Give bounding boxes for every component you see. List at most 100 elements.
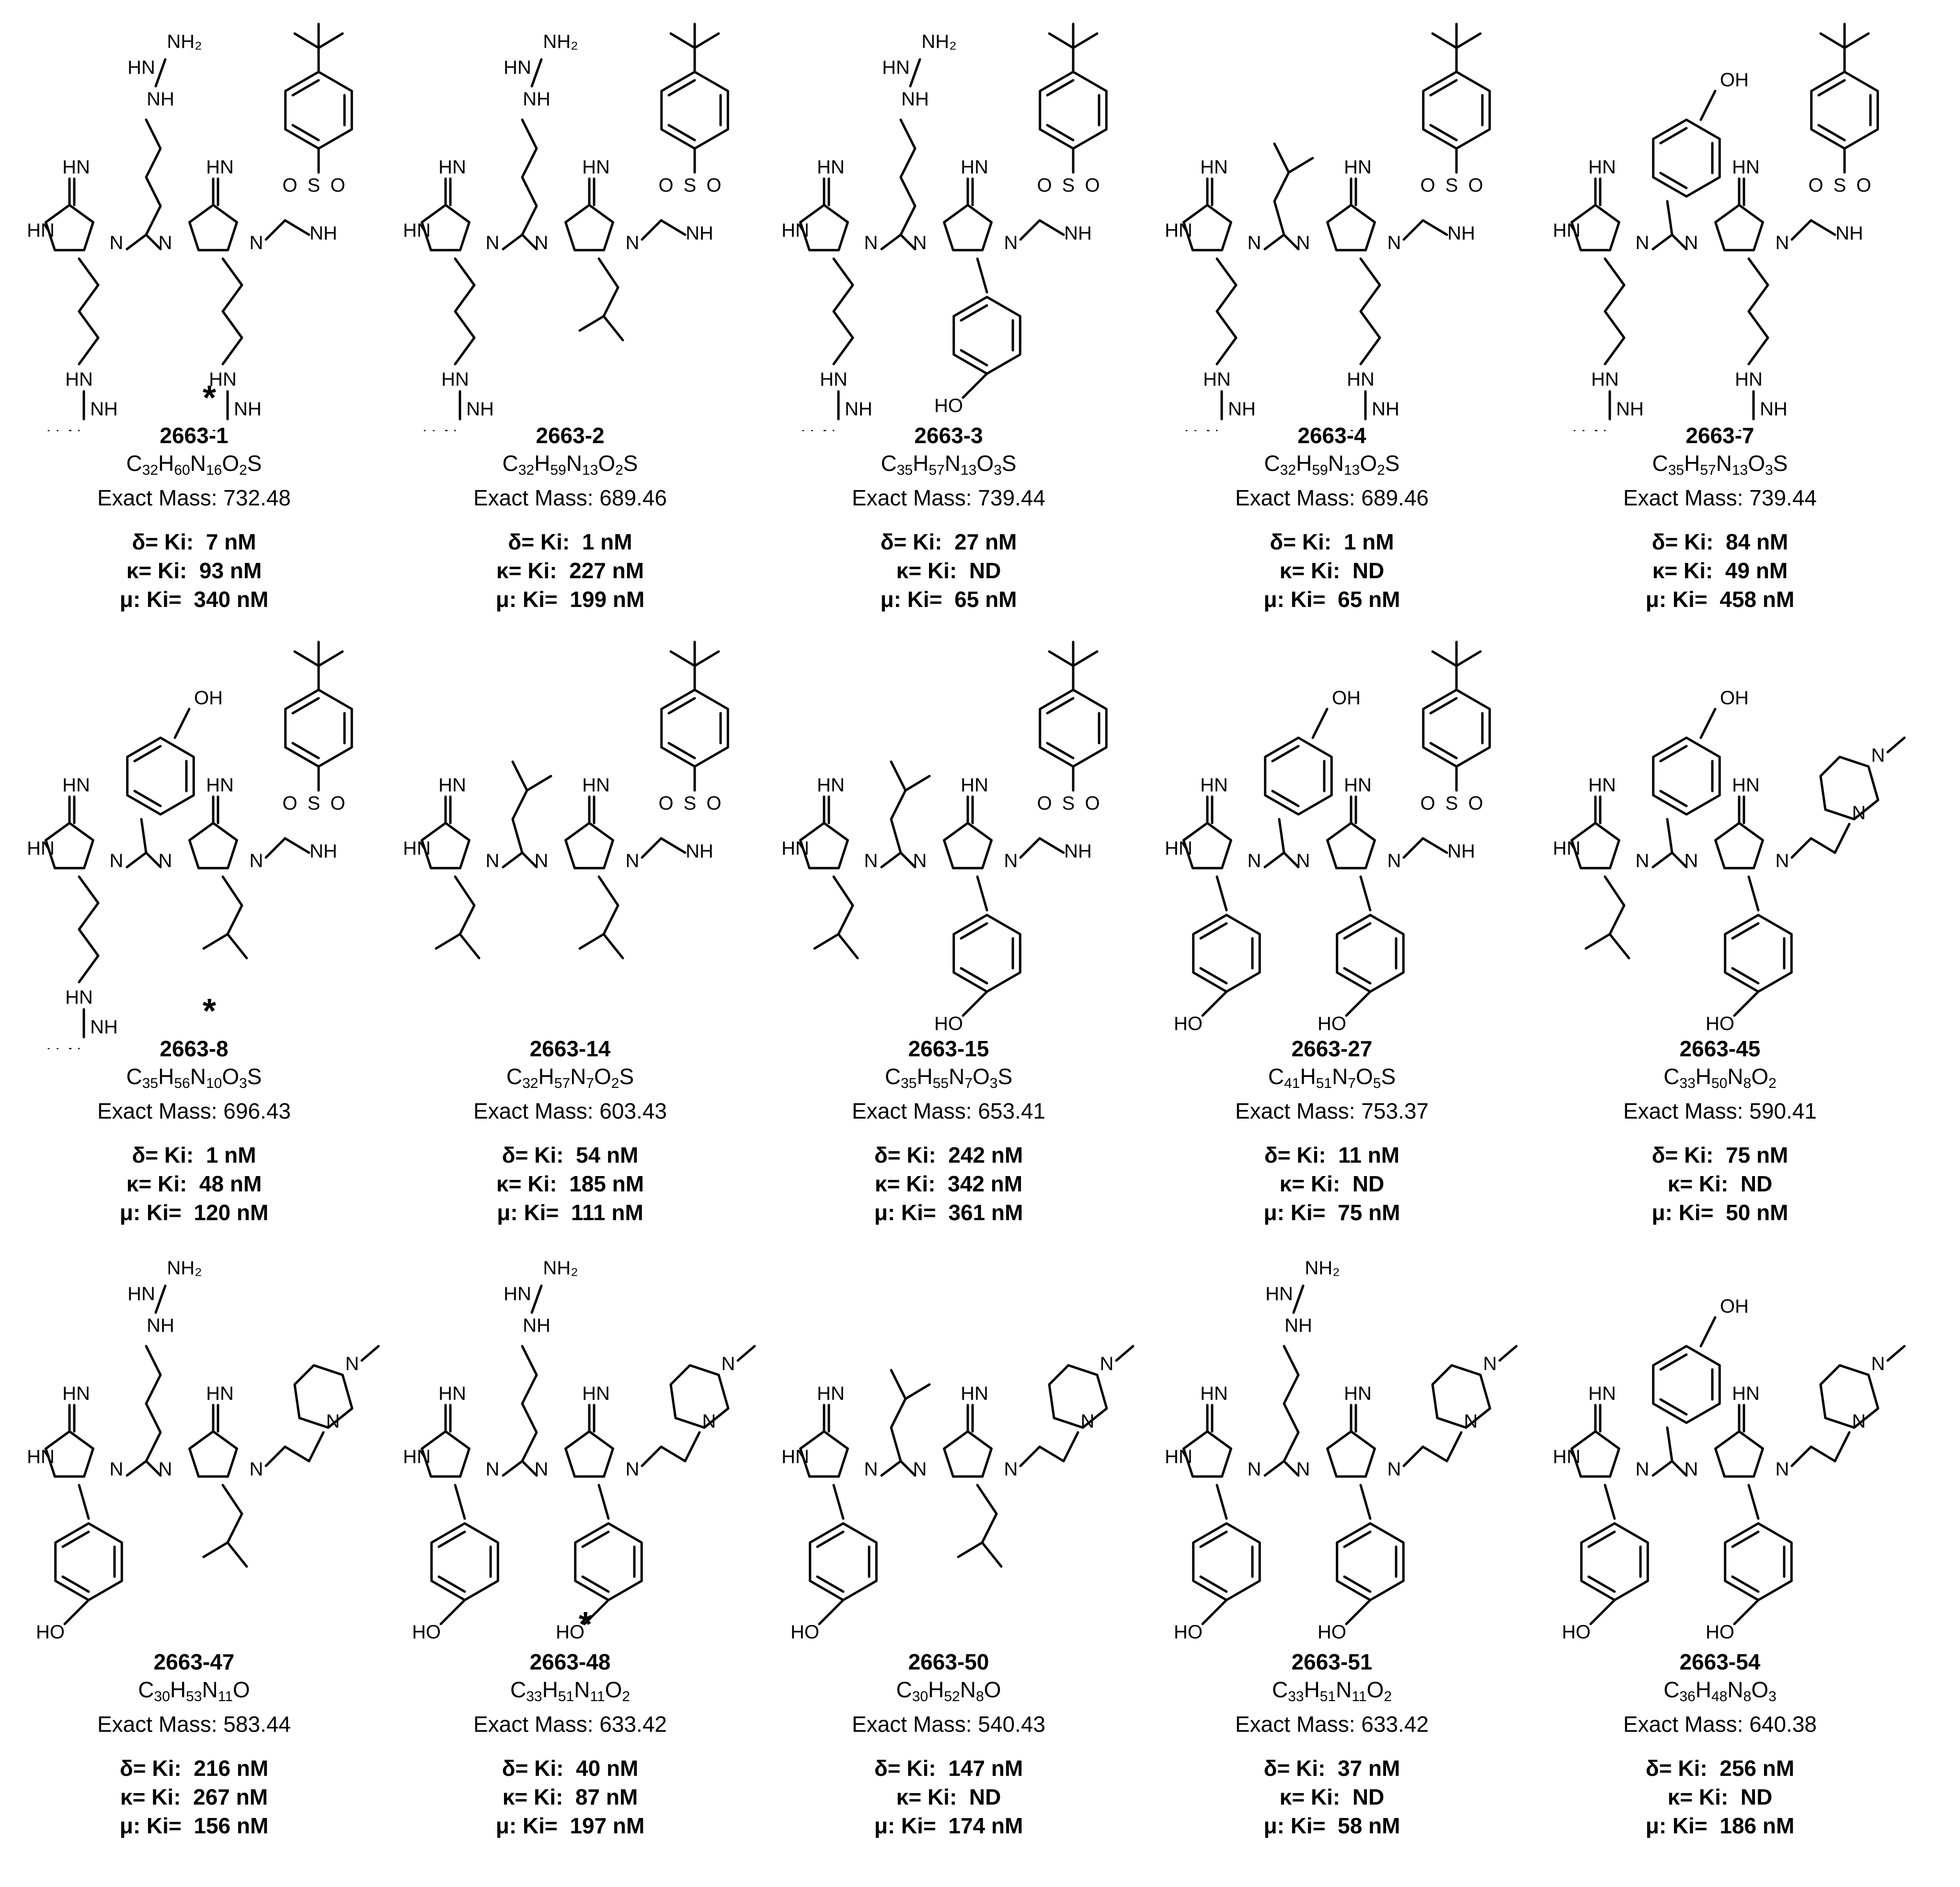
left-substituent-oh-bond — [63, 1599, 90, 1625]
compound-card: HNHNHNNNNNHHNNH₂HNNHH₂NNHSOO2663-2C32H59… — [383, 0, 757, 613]
top-substituent-oh-bond — [1311, 708, 1329, 739]
ki-line: μ: Ki= 458 nM — [1533, 585, 1907, 614]
left-substituent-isobutyl-branch — [813, 933, 840, 950]
ki-value: 174 nM — [948, 1813, 1023, 1838]
ki-line: μ: Ki= 120 nM — [7, 1198, 381, 1227]
top-substituent-benzyl — [1666, 200, 1673, 236]
left-substituent-isobutyl-branch — [435, 933, 461, 950]
ki-line: δ= Ki: 37 nM — [1145, 1754, 1519, 1783]
formula-element: S — [1001, 451, 1017, 476]
formula-count: 13 — [582, 462, 598, 478]
left-substituent-propyl-chain — [78, 257, 100, 366]
ki-line: δ= Ki: 40 nM — [383, 1754, 757, 1783]
top-substituent-oh-label: OH — [1720, 1296, 1749, 1317]
ethyl-linker — [1790, 219, 1836, 241]
left-substituent-propyl-chain — [78, 875, 100, 984]
formula-element: C — [1272, 1677, 1288, 1702]
left-ring-nh: HN — [781, 1446, 809, 1467]
right-imidazolidine-imine-label: HN — [1732, 1383, 1760, 1404]
left-substituent-guanidine-hn: NH — [466, 399, 494, 420]
formula-element: C — [506, 1064, 523, 1089]
ki-value: 216 nM — [194, 1756, 269, 1781]
left-substituent-phenyl-ring-double — [1587, 1575, 1616, 1593]
top-substituent-phenyl-ring-double — [133, 789, 162, 807]
ki-value: 458 nM — [1719, 587, 1795, 612]
top-substituent-phenyl-ring — [1652, 1345, 1721, 1424]
top-substituent-phenyl-ring — [1652, 736, 1721, 816]
formula-element: O — [1748, 451, 1765, 476]
sulfonyl-o1: O — [658, 175, 673, 196]
right-imidazolidine — [1714, 1430, 1764, 1478]
right-substituent-phenyl-ring-double — [1343, 1575, 1372, 1593]
ki-receptor-label: κ= Ki: — [502, 1784, 563, 1809]
exact-mass: Exact Mass: 753.37 — [1145, 1098, 1519, 1124]
left-imidazolidine-imine-label: HN — [1588, 1383, 1616, 1404]
top-substituent-phenyl-ring-double — [1271, 745, 1300, 763]
top-substituent-guanidine-nh: NH — [901, 89, 929, 110]
left-substituent-guanidine-nh2: H₂N — [46, 426, 81, 431]
right-ring-n2: N — [1387, 232, 1401, 253]
n-methyl — [1498, 1345, 1518, 1362]
right-substituent-phenyl-ring-double — [581, 1531, 610, 1548]
sulfonyl-o2: O — [1856, 175, 1871, 196]
right-substituent-phenyl-ring — [952, 914, 1021, 993]
right-substituent-guanidine-nh2: H₂N — [190, 426, 225, 431]
piperazine-ring — [293, 1364, 354, 1429]
left-substituent-phenyl-ring — [54, 1522, 123, 1601]
right-substituent-isobutyl-branch — [578, 933, 605, 950]
left-ring-nh: HN — [1553, 220, 1581, 241]
exact-mass-label: Exact Mass: — [1623, 1098, 1743, 1123]
formula-count: 35 — [142, 1075, 159, 1091]
right-imidazolidine — [564, 204, 614, 252]
top-substituent-guanidine-bond — [909, 58, 921, 88]
formula-element: N — [1727, 1677, 1743, 1702]
left-imidazolidine-imine-label: HN — [817, 1383, 845, 1404]
chemical-structure: HNHNHNNNNNHHNNH₂HNNHH₂NNHSOO — [403, 23, 729, 431]
tert-butylphenyl-ring-double — [291, 79, 320, 97]
top-substituent-phenyl-ring-double — [1659, 745, 1688, 763]
exact-mass: Exact Mass: 583.44 — [7, 1711, 381, 1738]
exact-mass-value: 689.46 — [1361, 485, 1429, 510]
sulfonyl-s: S — [684, 175, 697, 196]
ki-receptor-label: μ: Ki= — [874, 1813, 936, 1838]
top-substituent-benzyl — [1278, 818, 1285, 854]
right-ring-n2: N — [250, 850, 264, 871]
piperazine-n2: N — [1871, 745, 1885, 766]
left-substituent-benzyl — [832, 1484, 845, 1520]
formula-count: 56 — [174, 1075, 190, 1091]
left-ring-nh: HN — [403, 1446, 431, 1467]
right-substituent-benzyl — [976, 257, 988, 294]
sulfonamide-nh: NH — [309, 223, 337, 244]
ki-line: δ= Ki: 54 nM — [383, 1141, 757, 1169]
left-imidazolidine — [799, 204, 849, 252]
left-substituent-guanidine-nh: HN — [65, 369, 93, 390]
left-substituent-guanidine-hn: NH — [1228, 399, 1256, 420]
top-substituent-isobutyl-branch — [904, 1383, 931, 1400]
exact-mass-label: Exact Mass: — [97, 485, 218, 510]
formula-count: 30 — [154, 1689, 170, 1704]
right-imidazolidine — [188, 1430, 238, 1478]
formula-element: H — [1684, 451, 1700, 476]
right-imidazolidine-imine-label: HN — [206, 1383, 234, 1404]
top-substituent-guanidine-nh: NH — [147, 1315, 174, 1336]
exact-mass-value: 640.38 — [1749, 1712, 1817, 1737]
formula-element: O — [984, 1677, 1001, 1702]
left-substituent-oh-label: HO — [36, 1622, 65, 1643]
sulfonyl-o2: O — [330, 175, 345, 196]
right-imidazolidine-imine-label: HN — [1344, 157, 1372, 178]
ki-receptor-label: μ: Ki= — [1263, 1200, 1326, 1225]
ki-value: 1 nM — [206, 1143, 256, 1167]
sulfonyl-s: S — [1062, 175, 1075, 196]
formula-element: O — [1366, 1677, 1384, 1702]
ki-value: ND — [1740, 1171, 1773, 1196]
ki-receptor-label: μ: Ki= — [119, 587, 182, 612]
molecular-formula: C32H59N13O2S — [1145, 449, 1519, 484]
formula-element: O — [972, 1064, 990, 1089]
